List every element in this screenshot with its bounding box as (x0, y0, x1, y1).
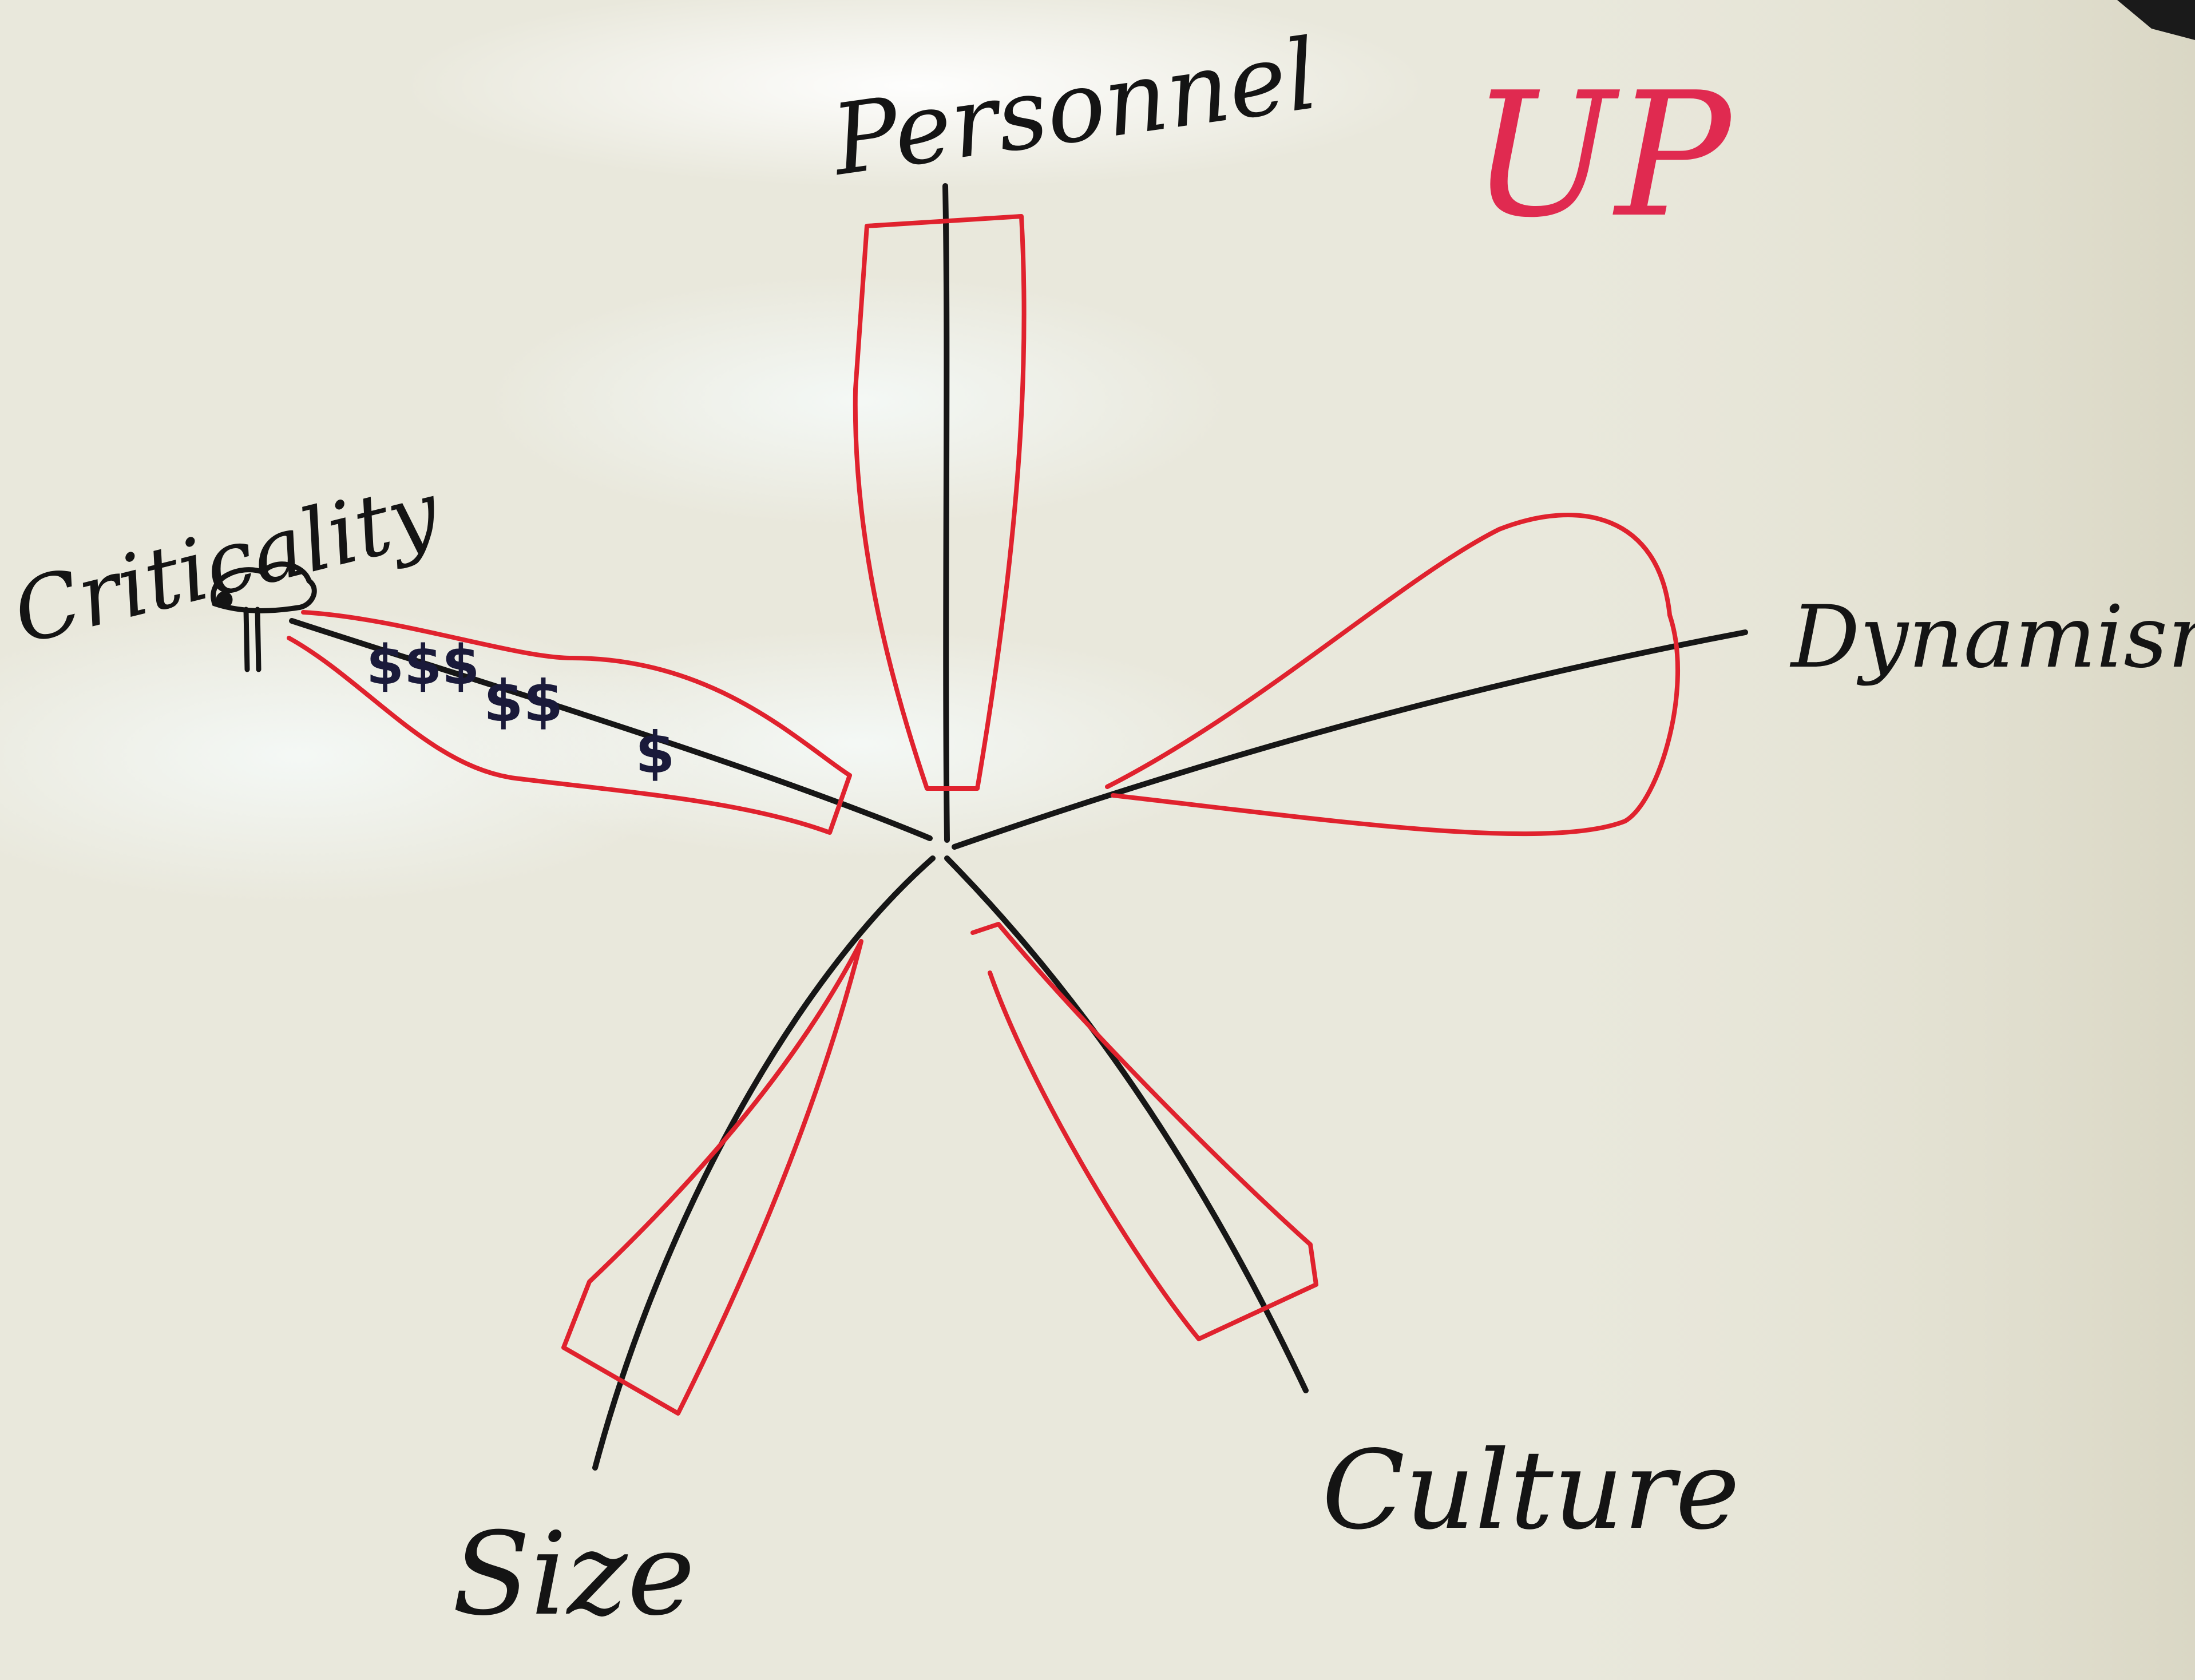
board-right-shade (1545, 0, 2195, 1680)
petals (287, 214, 1681, 1416)
axis-size (592, 855, 936, 1471)
corner-object (2117, 0, 2195, 40)
petal-dynamism (1105, 513, 1681, 837)
petal-culture (970, 922, 1318, 1341)
light-glare-upper-mid (486, 275, 1230, 526)
scale-mark-mid: $$ (484, 668, 563, 735)
petal-criticality (287, 610, 852, 835)
petal-size (561, 939, 863, 1416)
axis-label-culture: Culture (1322, 1427, 1740, 1554)
board-title: UP (1471, 56, 1733, 255)
scale-mark-low: $ (635, 719, 675, 786)
petal-personnel (853, 214, 1027, 791)
axis-personnel (942, 183, 950, 843)
axis-dynamism (952, 629, 1748, 850)
axis-label-dynamism: Dynamism (1789, 588, 2195, 687)
light-glare-top (401, 0, 1431, 189)
light-glare-mid (458, 629, 1259, 858)
scale-mark-high: $$$ (366, 634, 480, 697)
skull-icon (211, 561, 317, 672)
axis-label-size: Size (452, 1508, 695, 1641)
criticality-scale: $ $$ $$$ (366, 634, 675, 786)
axis-labels: Personnel Dynamism Culture Size Critical… (4, 18, 2195, 1641)
axis-culture (944, 855, 1309, 1393)
